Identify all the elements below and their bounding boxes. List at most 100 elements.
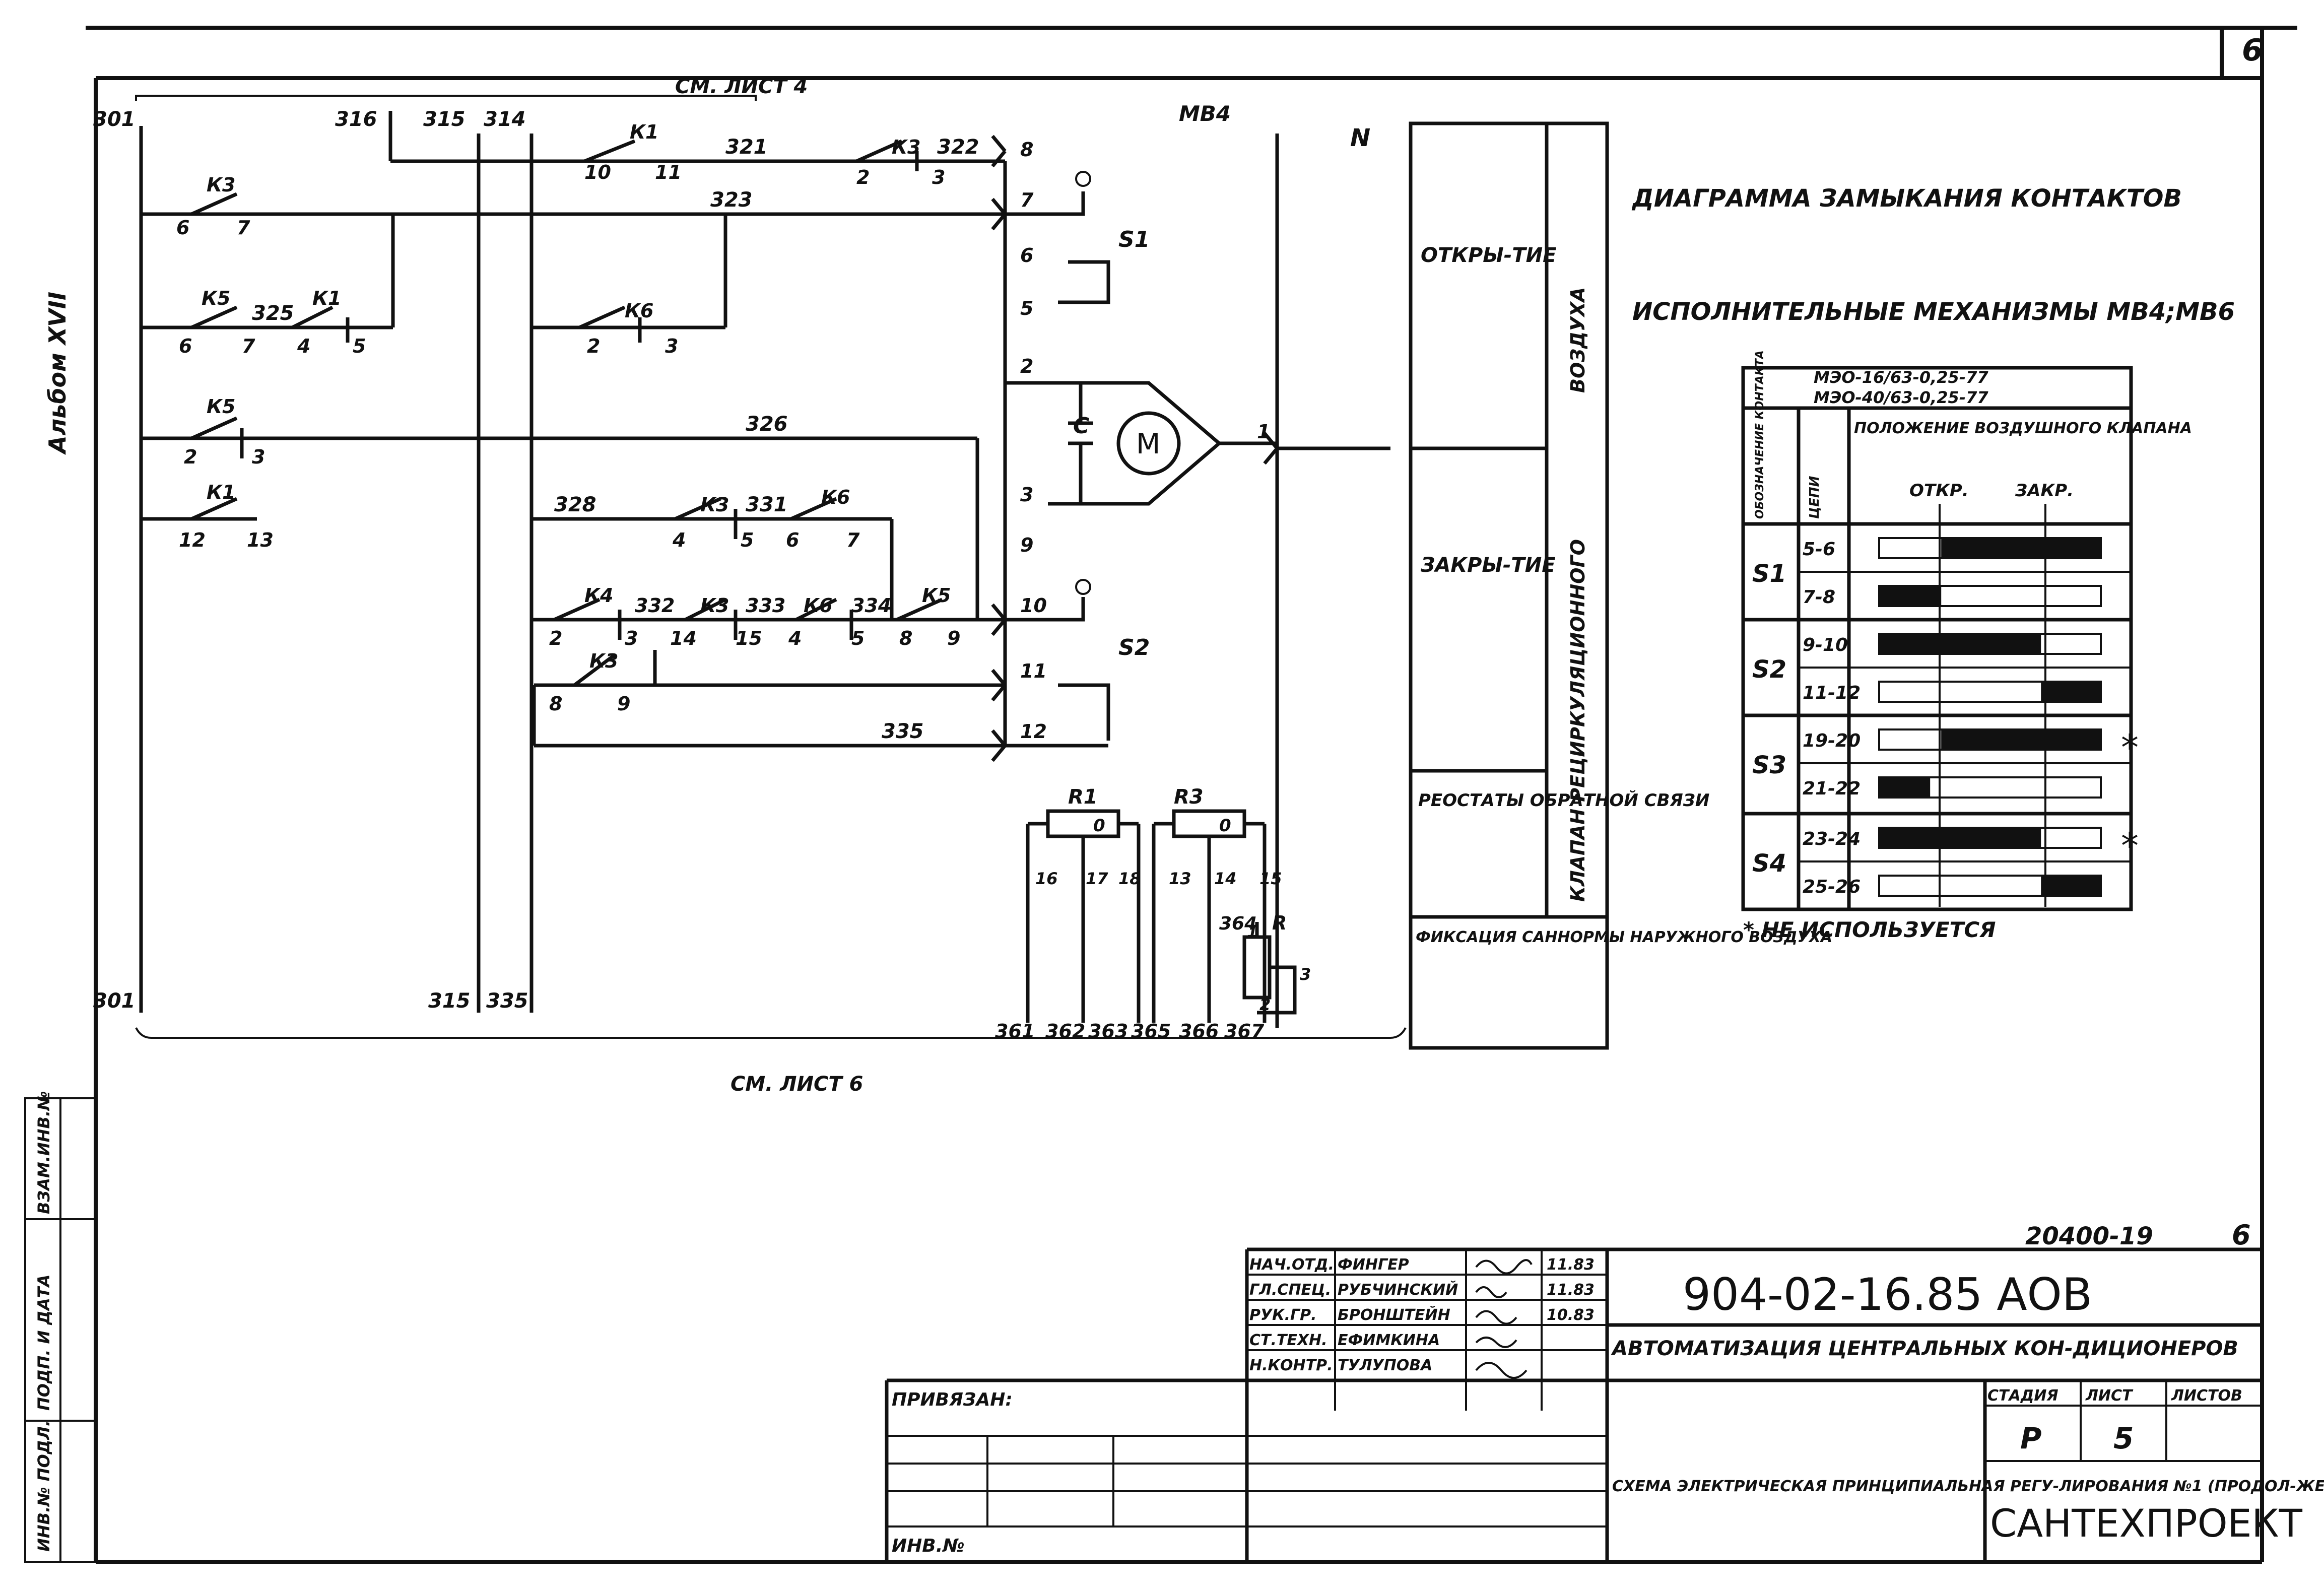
row-closing: ЗАКРЫ-ТИЕ: [1420, 554, 1556, 577]
contact-k6a: К6: [625, 300, 654, 322]
contact-k5a-a: 6: [179, 335, 192, 357]
staff-name-4: ТУЛУПОВА: [1338, 1357, 1432, 1374]
col-closed: ЗАКР.: [2015, 481, 2074, 501]
circuit-label: 5-6: [1803, 539, 1835, 560]
closed-segment: [1941, 729, 2101, 750]
device-s2: S2: [1118, 635, 1150, 660]
staff-role-3: СТ.ТЕХН.: [1249, 1332, 1327, 1349]
contact-k6c: К6: [804, 594, 833, 617]
wire-328: 328: [554, 493, 596, 516]
contact-k4-b: 3: [625, 627, 638, 649]
wire-325: 325: [252, 302, 294, 325]
wire-301-top: 301: [93, 108, 136, 131]
r-tap-3: 3: [1300, 965, 1311, 984]
term-9: 9: [1020, 534, 1033, 556]
col-switch: ОБОЗНАЧЕНИЕ КОНТАКТА: [1754, 350, 1766, 519]
contact-k3a-b: 3: [932, 166, 945, 188]
album-label: Альбом XVII: [44, 292, 71, 455]
contact-k6b-b: 7: [846, 529, 860, 551]
vertical-damper: КЛАПАН РЕЦИРКУЛЯЦИОННОГО: [1567, 539, 1589, 902]
contact-k3c-a: 4: [672, 529, 686, 551]
switch-label: S3: [1752, 751, 1786, 779]
wire-362: 362: [1045, 1020, 1085, 1042]
contact-k5a: К5: [202, 287, 231, 309]
switch-label: S2: [1752, 655, 1786, 684]
row-rheostats: РЕОСТАТЫ ОБРАТНОЙ СВЯЗИ: [1418, 790, 1709, 811]
contact-k1a: К1: [630, 121, 659, 143]
stage-value: Р: [2020, 1421, 2042, 1455]
staff-name-3: ЕФИМКИНА: [1338, 1332, 1440, 1349]
contact-k1a-b: 11: [655, 161, 682, 183]
staff-name-1: РУБЧИНСКИЙ: [1338, 1281, 1458, 1299]
r1-zero: 0: [1093, 816, 1105, 836]
circuit-label: 23-24: [1803, 829, 1861, 849]
wire-334: 334: [851, 594, 891, 617]
sheet-value: 5: [2113, 1421, 2134, 1455]
staff-name-2: БРОНШТЕЙН: [1338, 1306, 1450, 1324]
wire-316: 316: [335, 108, 377, 131]
doc-number: 20400-19: [2025, 1222, 2153, 1250]
wire-365: 365: [1131, 1020, 1171, 1042]
contact-k1c: К1: [207, 481, 236, 503]
contact-k1b-b: 5: [353, 335, 366, 357]
r1-tap-18: 18: [1118, 869, 1141, 888]
function-table: [1409, 121, 1609, 1050]
terminal-strip: [991, 135, 1297, 1023]
device-s1: S1: [1118, 227, 1150, 252]
project-title: АВТОМАТИЗАЦИЯ ЦЕНТРАЛЬНЫХ КОН-ДИЦИОНЕРОВ: [1611, 1337, 2238, 1360]
signatures: [1475, 1259, 1533, 1379]
r-tap-1: 1: [1247, 922, 1258, 941]
diagram-subtitle: ИСПОЛНИТЕЛЬНЫЕ МЕХАНИЗМЫ МВ4;МВ6: [1632, 298, 2235, 326]
sheets-label: ЛИСТОВ: [2171, 1387, 2242, 1405]
contact-k3c-b: 5: [741, 529, 754, 551]
neutral-label: N: [1350, 124, 1370, 152]
sheet-label: ЛИСТ: [2085, 1387, 2134, 1405]
wire-363: 363: [1088, 1020, 1128, 1042]
contact-k3a: К3: [892, 136, 921, 158]
contact-k6b-a: 6: [786, 529, 799, 551]
contact-k5b-b: 3: [252, 446, 265, 468]
corner-sheet-number: 6: [2242, 33, 2263, 68]
term-5: 5: [1020, 297, 1033, 319]
unused-note: * НЕ ИСПОЛЬЗУЕТСЯ: [1743, 917, 1996, 942]
diagram-title: ДИАГРАММА ЗАМЫКАНИЯ КОНТАКТОВ: [1631, 184, 2182, 213]
r3-tap-14: 14: [1214, 869, 1237, 888]
ref-bottom: СМ. ЛИСТ 6: [731, 1073, 863, 1096]
device-r: R: [1272, 912, 1287, 934]
device-r1: R1: [1068, 785, 1098, 809]
term-12: 12: [1020, 720, 1047, 743]
col-position: ПОЛОЖЕНИЕ ВОЗДУШНОГО КЛАПАНА: [1854, 420, 2192, 437]
diagram-rows: S15-67-8S29-1011-12S319-20*21-22S423-24*…: [1752, 537, 2139, 897]
term-3: 3: [1020, 484, 1033, 506]
contact-k1a-a: 10: [584, 161, 611, 183]
strip-orig-inv: ИНВ.№ ПОДЛ.: [34, 1420, 53, 1552]
staff-role-2: РУК.ГР.: [1249, 1306, 1317, 1324]
left-margin-strip: [24, 1097, 97, 1563]
contact-k1b: К1: [312, 287, 342, 309]
drawing-name: СХЕМА ЭЛЕКТРИЧЕСКАЯ ПРИНЦИПИАЛЬНАЯ РЕГУ-…: [1612, 1478, 2324, 1495]
circuit-label: 11-12: [1803, 683, 1861, 703]
organization: САНТЕХПРОЕКТ: [1990, 1501, 2302, 1546]
wire-321: 321: [725, 136, 768, 159]
wire-314: 314: [484, 108, 526, 131]
contact-diagram-table: [1741, 366, 2133, 911]
r-tap-2: 2: [1259, 995, 1271, 1014]
contact-k6c-a: 4: [788, 627, 802, 649]
contact-k3b-a: 6: [176, 217, 189, 239]
staff-role-4: Н.КОНТР.: [1249, 1357, 1333, 1374]
term-11: 11: [1020, 660, 1047, 682]
motor-symbol: M: [1136, 428, 1160, 460]
circuit-label: 25-26: [1803, 877, 1861, 897]
staff-role-0: НАЧ.ОТД.: [1249, 1256, 1334, 1274]
switch-label: S4: [1752, 849, 1786, 878]
wire-361: 361: [995, 1020, 1035, 1042]
wire-333: 333: [746, 594, 785, 617]
wire-335: 335: [882, 720, 924, 743]
staff-date-0: 11.83: [1547, 1256, 1595, 1274]
contact-k3e: К3: [589, 650, 619, 672]
circuit-label: 21-22: [1803, 778, 1861, 799]
term-6: 6: [1020, 244, 1033, 267]
wire-322: 322: [937, 136, 979, 159]
strip-replace-inv: ВЗАМ.ИНВ.№: [34, 1091, 53, 1215]
closed-segment: [2041, 876, 2101, 896]
